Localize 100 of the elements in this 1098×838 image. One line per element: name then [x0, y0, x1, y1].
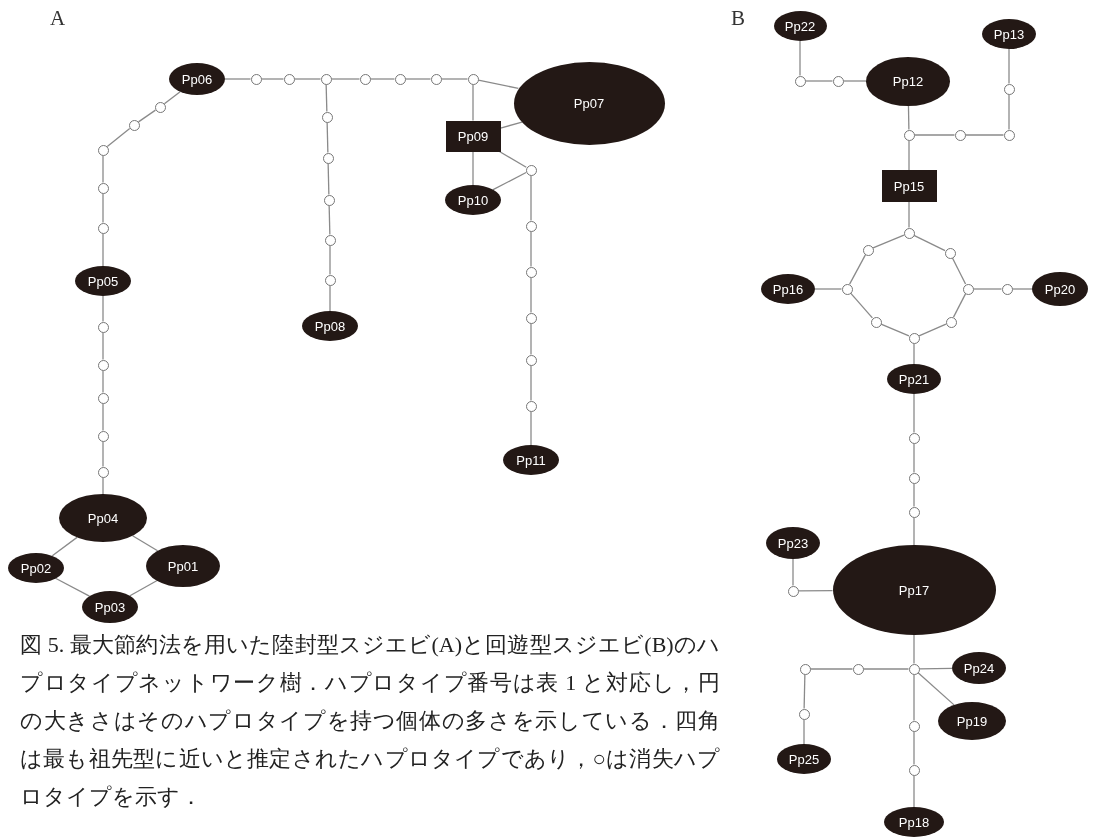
missing-haplotype-circle — [525, 400, 537, 412]
missing-haplotype-circle — [794, 75, 806, 87]
haplotype-label: Pp04 — [87, 510, 119, 526]
connector-line — [260, 78, 285, 80]
missing-haplotype-circle — [128, 119, 140, 131]
connector-line — [137, 109, 157, 123]
connector-line — [328, 204, 331, 236]
haplotype-label: Pp23 — [777, 535, 809, 551]
haplotype-ellipse — [982, 19, 1036, 49]
connector-line — [908, 201, 910, 229]
connector-line — [917, 672, 955, 706]
connector-line — [404, 78, 432, 80]
haplotype-ellipse — [302, 311, 358, 341]
missing-haplotype-circle — [394, 73, 406, 85]
connector-line — [913, 134, 956, 136]
connector-line — [499, 121, 523, 129]
connector-line — [477, 79, 519, 90]
connector-line — [530, 230, 532, 268]
missing-haplotype-circle — [962, 283, 974, 295]
connector-line — [908, 139, 910, 171]
connector-line — [803, 718, 805, 745]
missing-haplotype-circle — [97, 466, 109, 478]
connector-line — [907, 104, 910, 131]
connector-line — [102, 331, 104, 361]
connector-line — [498, 150, 527, 168]
missing-haplotype-circle — [324, 234, 336, 246]
connector-line — [329, 244, 331, 276]
missing-haplotype-circle — [1001, 283, 1013, 295]
haplotype-label: Pp06 — [181, 71, 213, 87]
connector-line — [55, 577, 91, 597]
connector-line — [106, 127, 131, 148]
connector-line — [848, 254, 867, 285]
haplotype-label: Pp03 — [94, 599, 126, 615]
missing-haplotype-circle — [945, 316, 957, 328]
haplotype-ellipse — [777, 744, 831, 774]
missing-haplotype-circle — [359, 73, 371, 85]
haplotype-label: Pp18 — [898, 814, 930, 830]
connector-line — [102, 154, 104, 184]
haplotype-label: Pp16 — [772, 281, 804, 297]
connector-line — [102, 402, 104, 432]
missing-haplotype-circle — [862, 244, 874, 256]
connector-line — [330, 78, 361, 80]
haplotype-ellipse — [169, 63, 225, 95]
connector-line — [918, 667, 953, 670]
connector-line — [797, 590, 834, 592]
haplotype-label: Pp20 — [1044, 281, 1076, 297]
connector-line — [850, 292, 873, 319]
connector-line — [913, 774, 915, 808]
haplotype-square — [881, 170, 937, 202]
haplotype-label: Pp22 — [784, 18, 816, 34]
haplotype-label: Pp17 — [898, 582, 930, 598]
missing-haplotype-circle — [154, 101, 166, 113]
connector-line — [913, 634, 915, 665]
connector-line — [913, 730, 915, 766]
haplotype-label: Pp25 — [788, 751, 820, 767]
haplotype-label: Pp19 — [956, 713, 988, 729]
haplotype-label: Pp21 — [898, 371, 930, 387]
haplotype-square — [445, 120, 501, 152]
haplotype-ellipse — [75, 266, 131, 296]
connector-line — [102, 369, 104, 394]
haplotype-label: Pp02 — [20, 560, 52, 576]
missing-haplotype-circle — [97, 182, 109, 194]
haplotype-ellipse — [884, 807, 944, 837]
connector-line — [329, 284, 331, 312]
missing-haplotype-circle — [870, 316, 882, 328]
haplotype-ellipse — [952, 652, 1006, 684]
connector-line — [327, 162, 330, 196]
haplotype-label: Pp15 — [893, 178, 925, 194]
missing-haplotype-circle — [798, 708, 810, 720]
haplotype-label: Pp24 — [963, 660, 995, 676]
haplotype-label: Pp13 — [993, 26, 1025, 42]
connector-line — [799, 40, 801, 77]
connector-line — [913, 342, 915, 365]
figure-caption: 図 5. 最大節約法を用いた陸封型スジエビ(A)と回遊型スジエビ(B)のハプロタイプネットワーク樹．ハプロタイプ番号は表 1 と対応し，円の大きさはそのハプロタイプを持つ個体の多さを示している．四角は最も祖先型に近いと推定されたハプロタイプであり，○は消失ハプロタイプを示す． — [20, 631, 720, 811]
missing-haplotype-circle — [832, 75, 844, 87]
haplotype-label: Pp01 — [167, 558, 199, 574]
connector-line — [918, 323, 947, 337]
connector-line — [792, 558, 794, 587]
missing-haplotype-circle — [908, 764, 920, 776]
connector-line — [102, 192, 104, 224]
haplotype-ellipse — [773, 11, 827, 41]
connector-line — [1008, 93, 1010, 131]
haplotype-ellipse — [503, 445, 559, 475]
haplotype-label: Pp09 — [457, 128, 489, 144]
missing-haplotype-circle — [903, 227, 915, 239]
connector-line — [224, 78, 252, 80]
missing-haplotype-circle — [320, 73, 332, 85]
missing-haplotype-circle — [954, 129, 966, 141]
connector-line — [530, 322, 532, 356]
missing-haplotype-circle — [908, 506, 920, 518]
connector-line — [102, 440, 104, 468]
connector-line — [1011, 288, 1033, 290]
haplotype-ellipse — [887, 364, 941, 394]
missing-haplotype-circle — [908, 332, 920, 344]
missing-haplotype-circle — [908, 472, 920, 484]
connector-line — [1008, 48, 1010, 85]
connector-line — [325, 83, 328, 113]
connector-line — [913, 234, 946, 252]
connector-line — [472, 150, 474, 186]
connector-line — [814, 288, 843, 290]
